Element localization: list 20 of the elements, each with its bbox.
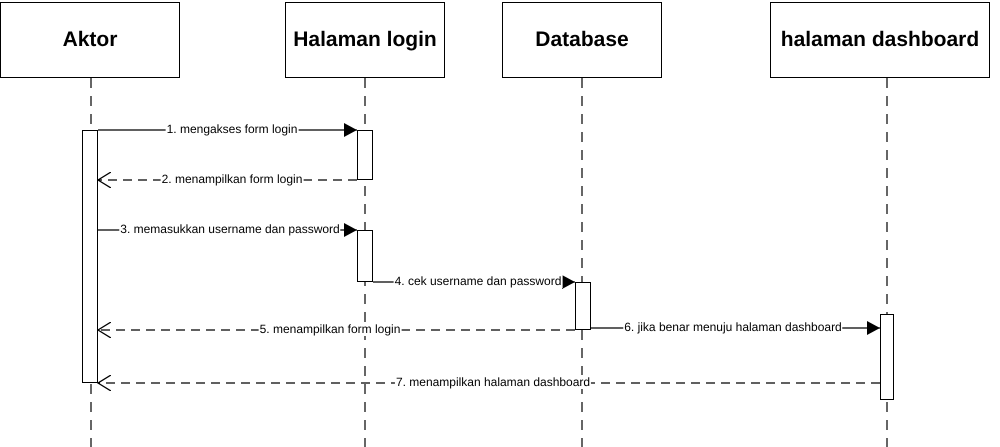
- activation-bar: [357, 130, 373, 180]
- participant-name: Database: [535, 27, 629, 54]
- lifeline-header-box: [285, 2, 445, 78]
- activation-bar: [82, 130, 98, 383]
- edge-label: 7. menampilkan halaman dashboard: [394, 375, 592, 389]
- edge-label: 6. jika benar menuju halaman dashboard: [623, 320, 843, 334]
- participant-name: halaman dashboard: [780, 27, 980, 54]
- edge-label: 4. cek username dan password: [394, 274, 562, 288]
- edge-label: 5. menampilkan form login: [258, 322, 402, 336]
- edge-label: 1. mengakses form login: [166, 122, 298, 136]
- edge-label: 2. menampilkan form login: [160, 172, 304, 186]
- participant-name: Aktor: [62, 27, 118, 54]
- activation-bar: [357, 230, 373, 282]
- activation-bar: [575, 282, 591, 330]
- lifeline-header-box: [770, 2, 990, 78]
- lifeline-header-box: [502, 2, 662, 78]
- activation-bar: [880, 314, 894, 400]
- participant-name: Halaman login: [293, 27, 437, 54]
- edge-label: 3. memasukkan username dan password: [119, 222, 341, 236]
- lifeline-header-box: [0, 2, 180, 78]
